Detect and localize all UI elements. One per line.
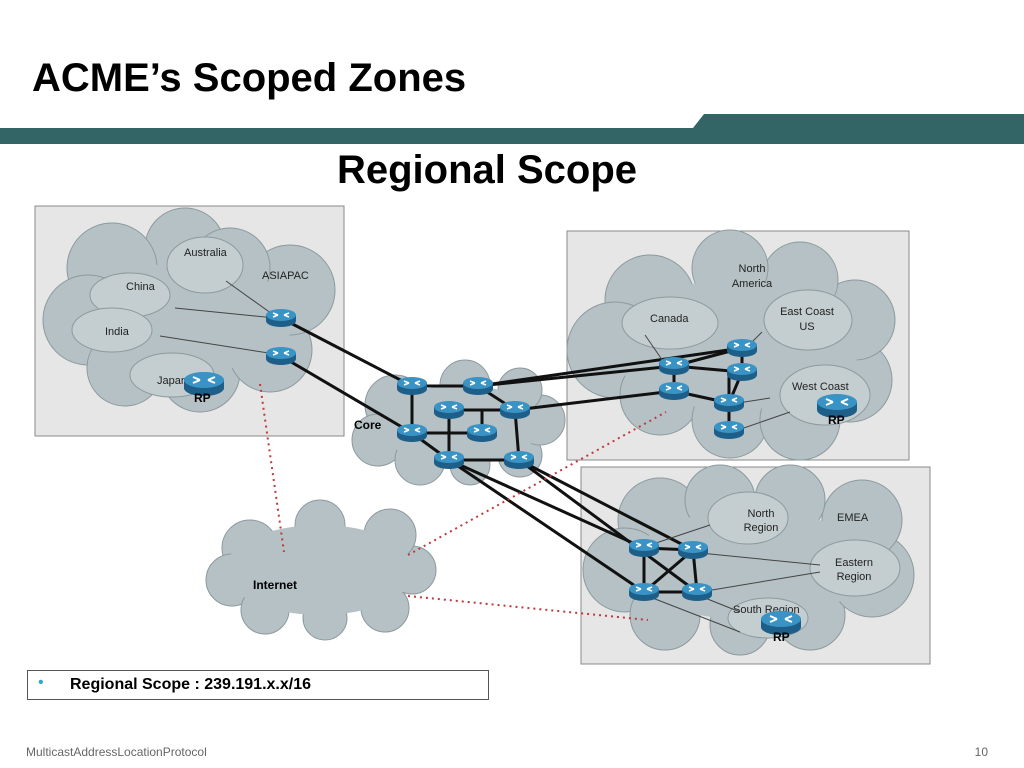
core-router-icon[interactable] <box>433 450 465 470</box>
site-label-china: China <box>126 281 156 293</box>
asiapac-router-icon[interactable] <box>265 346 297 366</box>
site-label-east-coast-us-line1: East Coast <box>780 306 834 318</box>
site-label-eastern-region-line1: Eastern <box>835 557 873 569</box>
page-number: 10 <box>974 745 988 759</box>
core-router-icon[interactable] <box>499 400 531 420</box>
core-router-icon[interactable] <box>396 423 428 443</box>
site-label-north-region-line2: Region <box>744 522 779 534</box>
core-router-icon[interactable] <box>396 376 428 396</box>
north-america-router-icon[interactable] <box>726 362 758 382</box>
north-america-zone-label-line1: North <box>739 263 766 275</box>
footer-title: MulticastAddressLocationProtocol <box>26 745 207 759</box>
asiapac-subclouds <box>71 236 244 398</box>
emea-router-icon[interactable] <box>628 538 660 558</box>
title-divider-bar <box>0 114 1024 144</box>
asiapac-zone-label: ASIAPAC <box>262 270 309 282</box>
internet-cloud <box>205 499 437 641</box>
north-america-router-icon[interactable] <box>658 356 690 376</box>
north-america-zone-label-line2: America <box>732 278 773 290</box>
north-america-rp-label: RP <box>828 413 845 427</box>
site-label-north-region-line1: North <box>748 508 775 520</box>
north-america-router-icon[interactable] <box>658 381 690 401</box>
site-label-west-coast: West Coast <box>792 381 849 393</box>
emea-zone-label: EMEA <box>837 512 869 524</box>
core-router-icon[interactable] <box>462 376 494 396</box>
bullet-box: • Regional Scope : 239.191.x.x/16 <box>27 670 489 700</box>
slide-title: ACME’s Scoped Zones <box>32 56 467 100</box>
asiapac-rp-label: RP <box>194 391 211 405</box>
core-router-icon[interactable] <box>433 400 465 420</box>
north-america-router-icon[interactable] <box>726 338 758 358</box>
bullet-text: Regional Scope : 239.191.x.x/16 <box>70 676 312 693</box>
section-subtitle: Regional Scope <box>336 148 638 192</box>
trunk-links <box>280 316 743 594</box>
emea-subclouds <box>707 491 901 639</box>
site-label-india: India <box>105 326 130 338</box>
core-router-icon[interactable] <box>466 423 498 443</box>
site-connector-lines <box>159 280 821 633</box>
core-label: Core <box>354 418 382 432</box>
core-router-icon[interactable] <box>503 450 535 470</box>
north-america-router-icon[interactable] <box>713 393 745 413</box>
emea-router-icon[interactable] <box>628 582 660 602</box>
site-label-japan: Japan <box>157 375 187 387</box>
site-label-east-coast-us-line2: US <box>799 321 814 333</box>
site-label-australia: Australia <box>184 247 228 259</box>
bullet-dot-icon: • <box>38 674 44 691</box>
site-label-eastern-region-line2: Region <box>837 571 872 583</box>
emea-router-icon[interactable] <box>677 540 709 560</box>
internet-label: Internet <box>253 578 297 592</box>
north-america-router-icon[interactable] <box>713 420 745 440</box>
internet-links <box>259 383 667 621</box>
emea-rp-label: RP <box>773 630 790 644</box>
site-label-canada: Canada <box>650 313 689 325</box>
asiapac-router-icon[interactable] <box>265 308 297 328</box>
emea-router-icon[interactable] <box>681 582 713 602</box>
